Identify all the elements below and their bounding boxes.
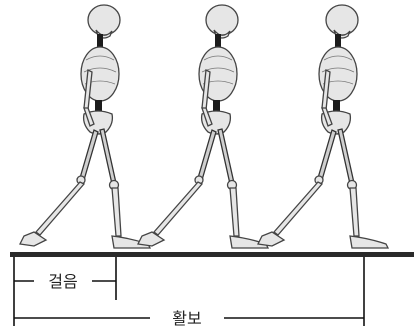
stride-label: 활보 bbox=[172, 309, 201, 328]
skeleton-2 bbox=[138, 5, 268, 248]
step-measure bbox=[14, 257, 116, 326]
step-label: 걸음 bbox=[48, 272, 77, 291]
skeleton-1 bbox=[20, 5, 150, 248]
skeleton-3 bbox=[258, 5, 388, 248]
ground-line bbox=[10, 252, 414, 257]
